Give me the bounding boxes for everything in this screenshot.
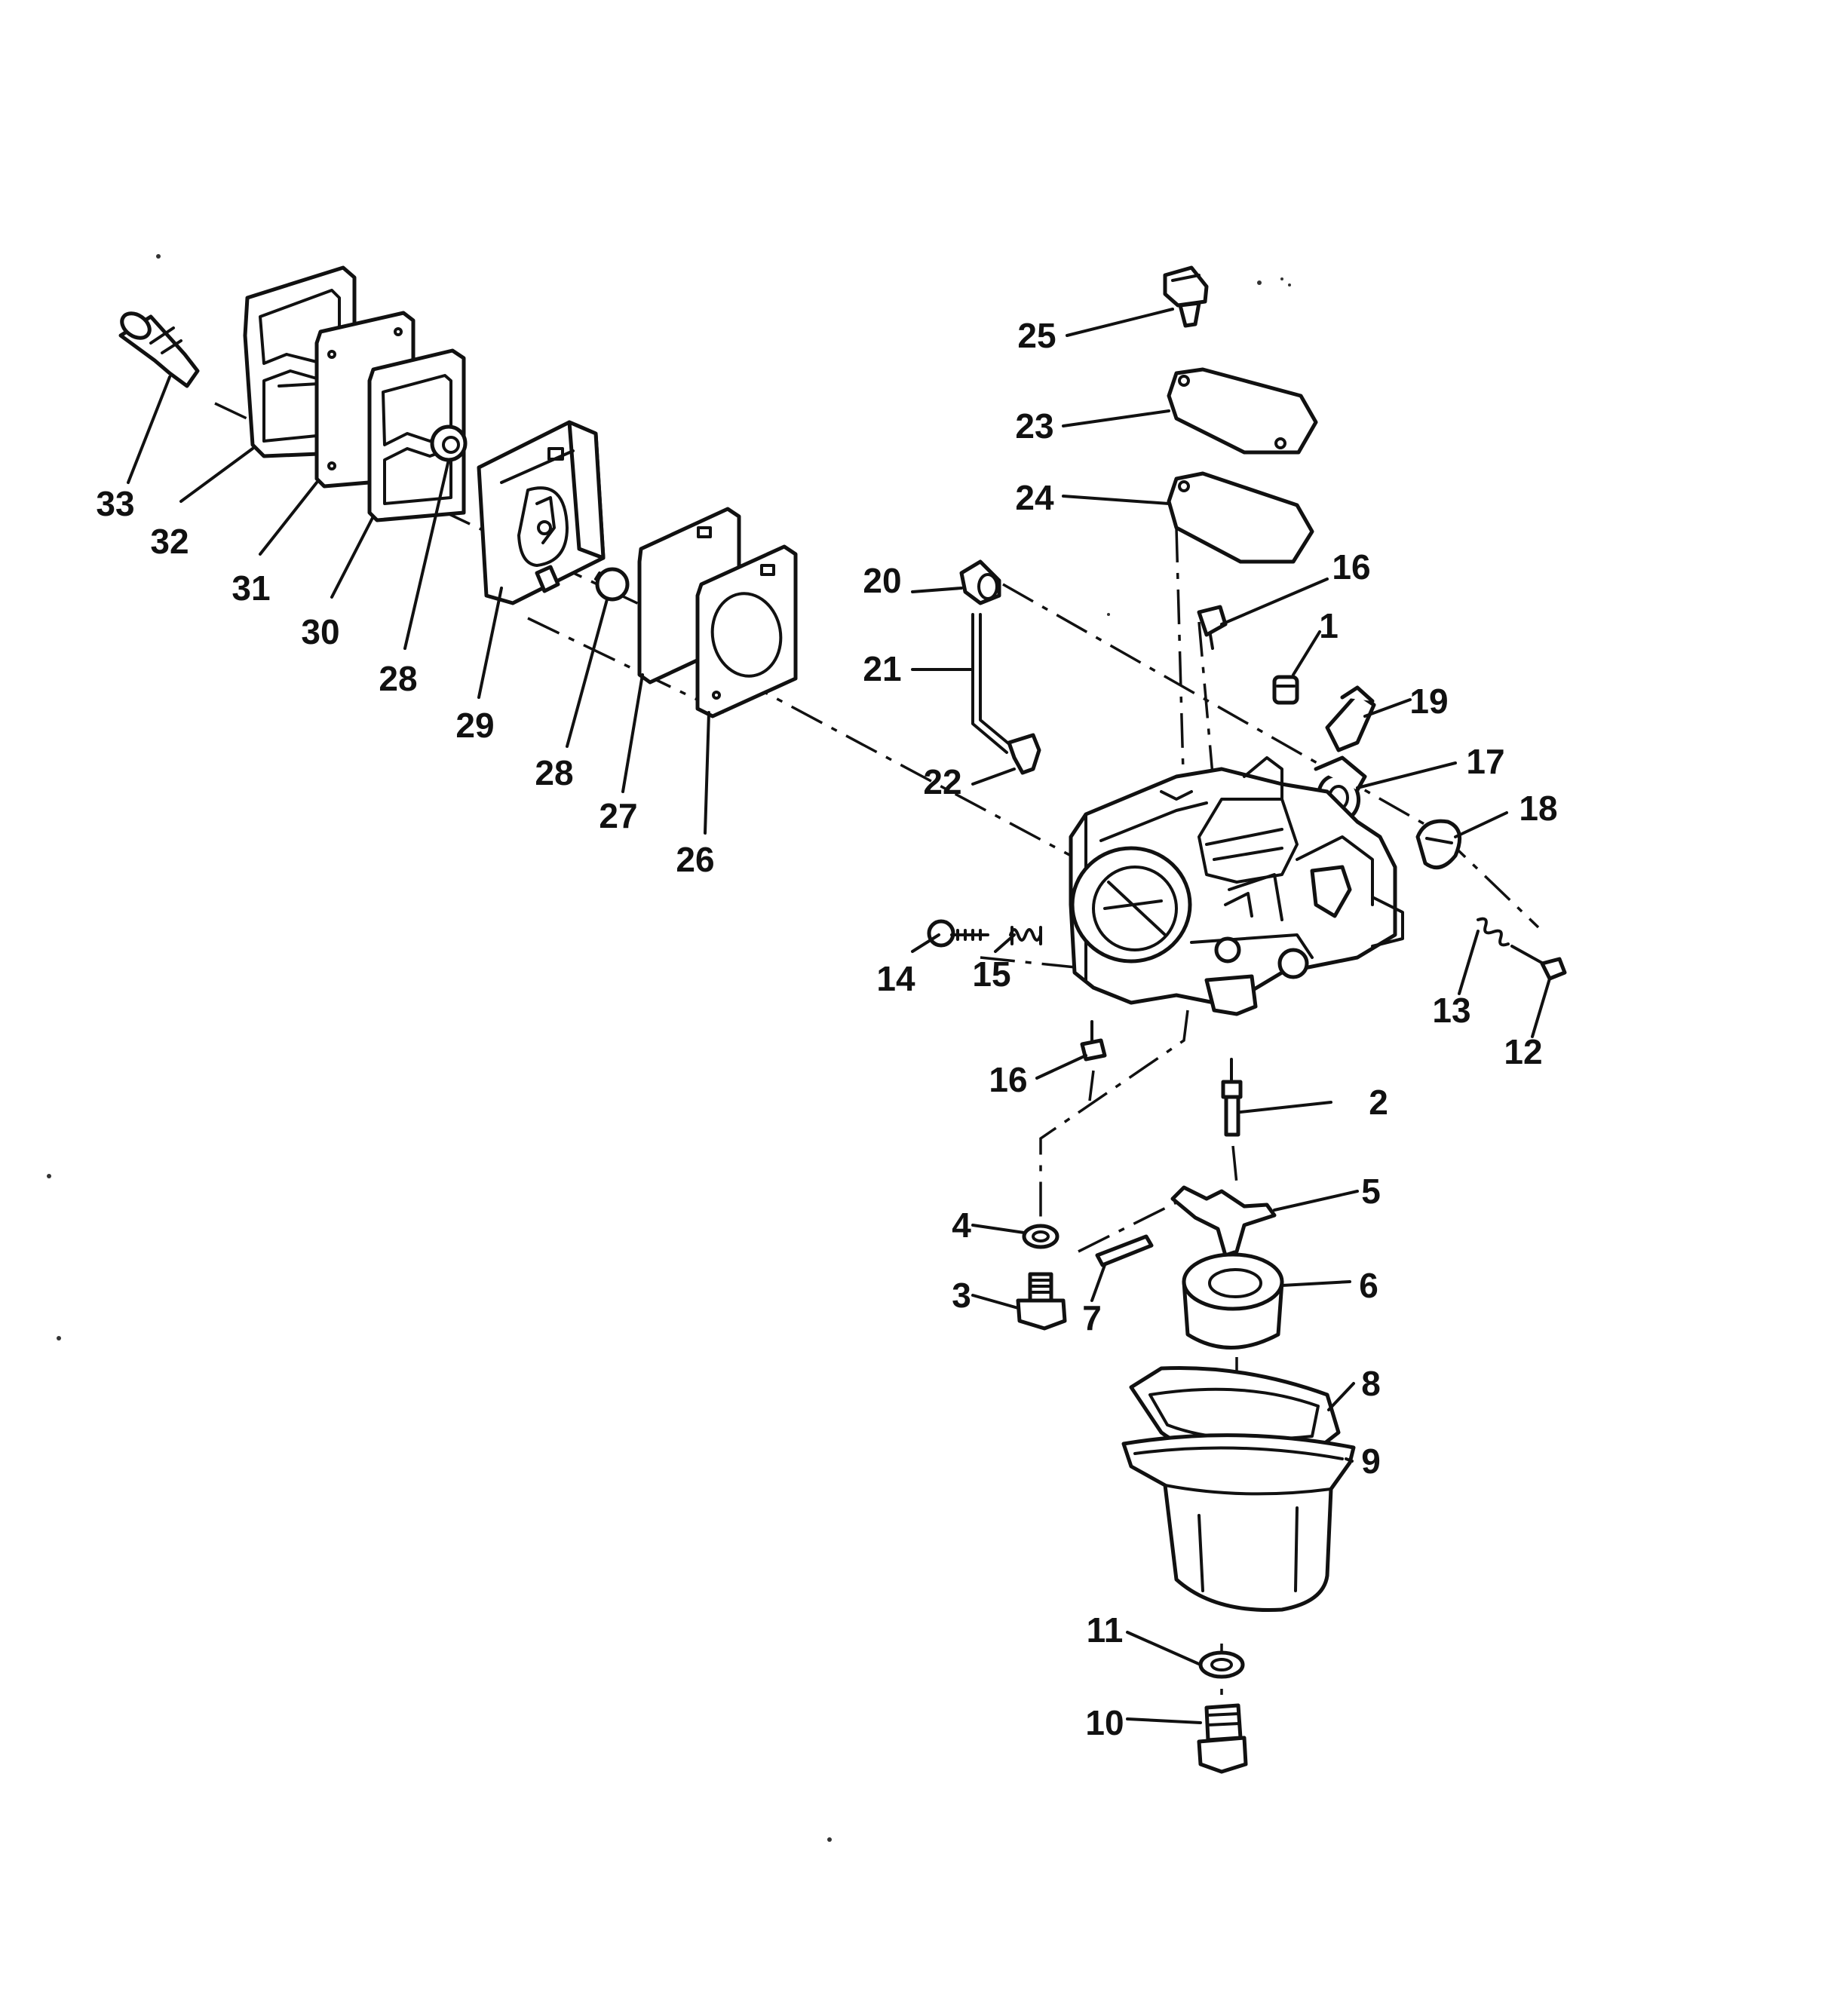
callout-14: 14 — [876, 959, 915, 998]
callout-3: 3 — [952, 1276, 971, 1315]
callout-6: 6 — [1359, 1266, 1378, 1305]
part-12-screw — [1510, 945, 1567, 981]
part-33-hose-fitting — [118, 311, 200, 388]
callout-9: 9 — [1361, 1442, 1381, 1481]
callout-28-upper: 28 — [379, 659, 417, 698]
callout-28-lower: 28 — [535, 753, 573, 792]
callout-25: 25 — [1017, 316, 1056, 355]
part-16-screw-upper — [1197, 605, 1228, 650]
callout-13: 13 — [1432, 991, 1470, 1030]
callout-27: 27 — [599, 796, 637, 835]
part-20-fitting — [959, 559, 1001, 605]
callout-24: 24 — [1015, 478, 1054, 517]
callout-numbers: 33 32 31 30 28 29 28 27 26 25 23 24 20 2… — [96, 316, 1557, 1742]
callout-7: 7 — [1082, 1298, 1102, 1337]
callout-8: 8 — [1361, 1364, 1381, 1403]
part-22-clip — [1007, 733, 1041, 775]
callout-18: 18 — [1519, 789, 1557, 828]
callout-10: 10 — [1085, 1703, 1124, 1742]
part-29-fuel-pump-body — [477, 420, 606, 605]
part-3-plug-screw — [1016, 1272, 1067, 1331]
callout-26: 26 — [676, 840, 714, 879]
callout-32: 32 — [150, 522, 189, 561]
part-25-screw — [1163, 265, 1209, 328]
callout-4: 4 — [952, 1206, 971, 1245]
callout-11: 11 — [1087, 1610, 1124, 1650]
callout-16-upper: 16 — [1332, 547, 1370, 587]
part-24-gasket — [1167, 471, 1314, 564]
callout-leader-lines — [127, 308, 1551, 1724]
callout-12: 12 — [1504, 1032, 1542, 1071]
part-18-cap — [1415, 819, 1462, 870]
callout-20: 20 — [863, 561, 901, 600]
callout-21: 21 — [863, 649, 901, 688]
callout-15: 15 — [972, 954, 1010, 994]
callout-19: 19 — [1409, 682, 1448, 721]
callout-29: 29 — [455, 706, 494, 745]
part-4-washer — [1022, 1224, 1059, 1249]
part-28-check-valve-lower — [594, 567, 630, 602]
part-10-drain-screw — [1197, 1703, 1248, 1774]
part-28-check-valve-upper — [430, 424, 468, 462]
part-16-screw-lower — [1080, 1020, 1107, 1062]
part-5-float-arm — [1170, 1185, 1277, 1258]
callout-31: 31 — [232, 568, 270, 608]
part-6-float — [1182, 1252, 1284, 1350]
part-21-rod — [971, 613, 1013, 754]
part-13-spring — [1477, 917, 1510, 947]
callout-30: 30 — [301, 612, 339, 651]
part-9-float-bowl — [1121, 1433, 1356, 1612]
carburetor-body — [1069, 756, 1404, 1016]
callout-23: 23 — [1015, 406, 1053, 446]
scan-specks — [47, 254, 1291, 1842]
callout-22: 22 — [923, 762, 961, 801]
callout-16-lower: 16 — [989, 1060, 1027, 1099]
part-26-gasket — [695, 544, 798, 718]
callout-1: 1 — [1319, 606, 1339, 645]
callout-2: 2 — [1369, 1083, 1388, 1122]
part-11-washer — [1198, 1650, 1245, 1679]
callout-5: 5 — [1361, 1172, 1381, 1211]
part-2-main-jet — [1221, 1058, 1243, 1137]
part-14-screw — [927, 919, 989, 948]
callout-17: 17 — [1466, 742, 1504, 781]
part-7-hinge-pin — [1095, 1234, 1154, 1267]
part-23-cover-plate — [1167, 367, 1318, 455]
part-1-plug — [1272, 675, 1299, 705]
part-19-fitting — [1325, 685, 1376, 752]
callout-33: 33 — [96, 484, 134, 523]
